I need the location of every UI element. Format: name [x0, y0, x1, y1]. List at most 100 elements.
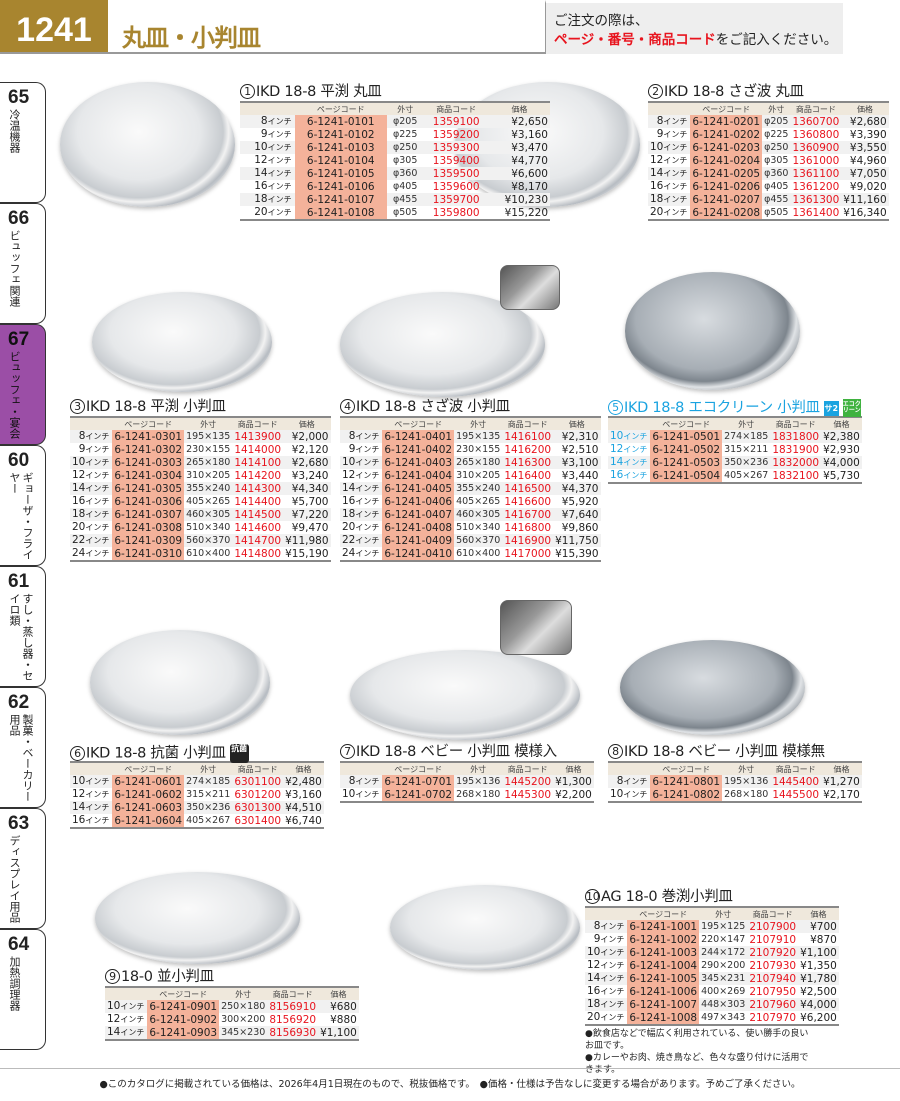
price: ¥880 [330, 1013, 357, 1026]
dimensions: φ305 [764, 154, 789, 166]
section-number: 1 [240, 84, 255, 99]
section-number: 7 [340, 744, 355, 759]
size: 18インチ [70, 508, 113, 521]
price: ¥4,960 [849, 154, 887, 167]
size: 12インチ [587, 959, 625, 971]
section-number: 5 [608, 400, 623, 415]
col-price: 価格 [821, 417, 862, 430]
size: 10インチ [585, 946, 628, 959]
dimensions: φ455 [762, 193, 791, 206]
dimensions: 230×155 [186, 443, 231, 455]
product-code: 1416900 [502, 534, 554, 547]
col-size [105, 987, 148, 1000]
product-code: 1414400 [234, 495, 282, 508]
col-code: 商品コード [267, 987, 319, 1000]
dimensions: 510×340 [456, 521, 501, 533]
col-price: 価格 [553, 417, 601, 430]
col-size [585, 907, 628, 920]
size: 14インチ [240, 167, 295, 180]
dimensions: 315×211 [186, 788, 231, 800]
price: ¥3,470 [488, 141, 550, 154]
size: 12インチ [107, 1013, 145, 1025]
tab-number: 64 [8, 934, 30, 955]
size: 14インチ [70, 482, 113, 495]
product-code: 1414000 [234, 443, 282, 456]
size: 8インチ [585, 920, 628, 933]
product-code: 1359700 [423, 193, 489, 206]
size: 16インチ [342, 495, 380, 507]
col-dims: 外寸 [184, 762, 233, 775]
page-code: 6-1241-0408 [382, 521, 455, 534]
dimensions: φ360 [386, 167, 424, 180]
size: 10インチ [240, 141, 295, 154]
price: ¥2,170 [823, 788, 860, 801]
size: 14インチ [585, 972, 628, 985]
price: ¥2,930 [823, 443, 860, 456]
note: ●カレーやお肉、焼き鳥など、色々な盛り付けに活用できます。 [585, 1053, 809, 1075]
page-code: 6-1241-0108 [294, 206, 387, 220]
col-price: 価格 [488, 102, 550, 115]
size: 20インチ [254, 206, 292, 218]
price: ¥2,680 [841, 115, 889, 128]
product-code: 1359400 [432, 154, 480, 167]
product-image-7 [350, 650, 580, 740]
page-code: 6-1241-1006 [627, 985, 700, 998]
product-code: 1414700 [232, 534, 284, 547]
tab-label: すし・蒸し器・セイロ類 [8, 593, 34, 681]
col-price: 価格 [553, 762, 594, 775]
col-price: 価格 [283, 762, 324, 775]
price: ¥2,200 [555, 788, 592, 801]
page-code: 6-1241-0304 [112, 469, 185, 482]
size: 9インチ [78, 443, 110, 455]
size: 8インチ [648, 115, 691, 128]
price: ¥5,920 [561, 495, 599, 508]
page-code: 6-1241-0102 [294, 128, 387, 141]
section-title-text: IKD 18-8 抗菌 小判皿 [86, 745, 226, 762]
col-page-code: ページコード [112, 762, 185, 775]
size: 18インチ [240, 193, 295, 206]
size: 22インチ [340, 534, 383, 547]
product-image-6 [90, 630, 270, 735]
page-code: 6-1241-1001 [627, 920, 700, 933]
section-number: 8 [608, 744, 623, 759]
page-code: 6-1241-0501 [650, 430, 723, 443]
dimensions: 345×230 [219, 1026, 268, 1040]
price: ¥15,190 [285, 547, 329, 560]
page-code: 6-1241-0701 [382, 775, 455, 788]
price: ¥2,480 [283, 775, 324, 788]
dimensions: 290×200 [701, 959, 746, 971]
page-code: 6-1241-0107 [294, 193, 387, 206]
section-notes: ●飲食店などで幅広く利用されている、使い勝手の良いお皿です。●カレーやお肉、焼き… [585, 1028, 812, 1076]
col-code: 商品コード [423, 102, 489, 115]
size: 10インチ [342, 788, 380, 800]
size: 14インチ [70, 801, 113, 814]
price: ¥4,340 [283, 482, 331, 495]
